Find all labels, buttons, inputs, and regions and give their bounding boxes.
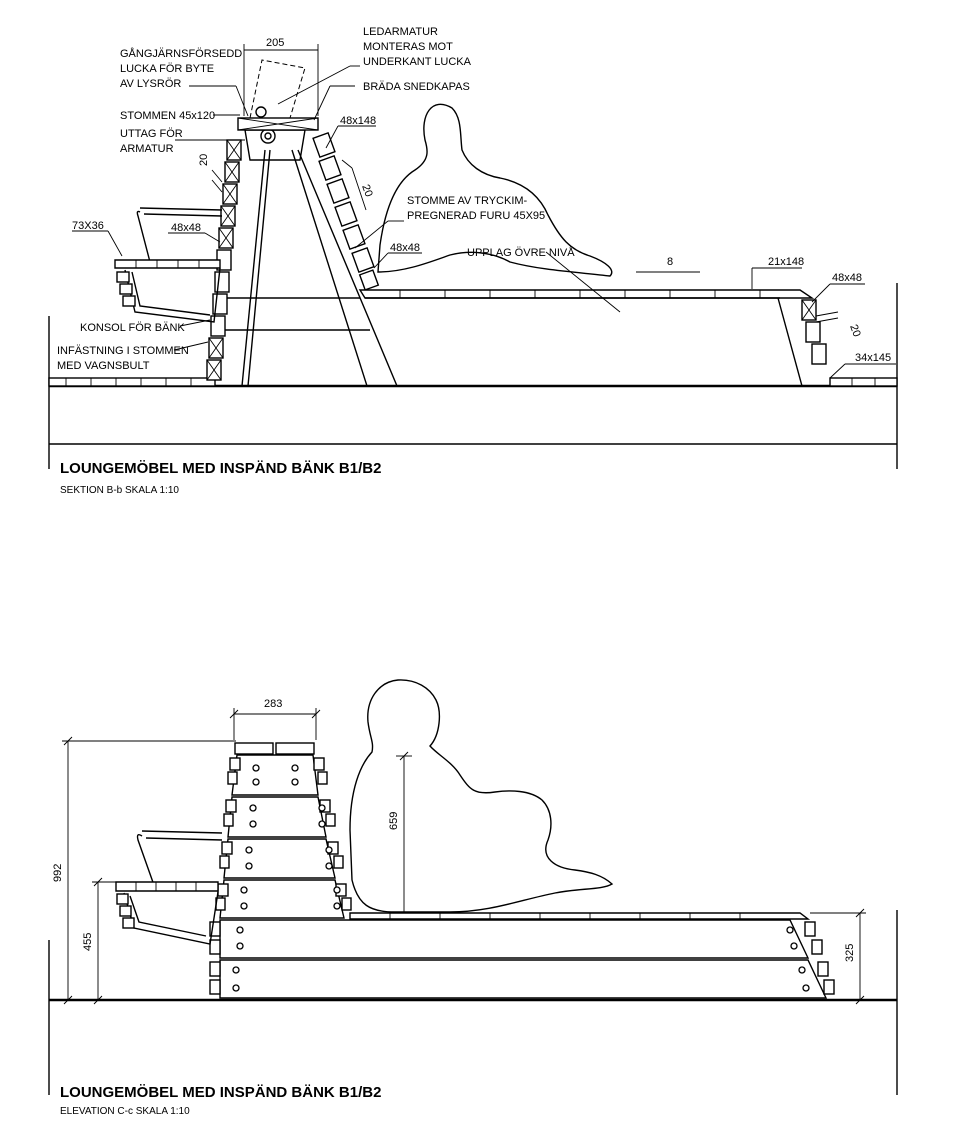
dim-73x36: 73X36: [72, 220, 104, 232]
dim-20-c: 20: [847, 323, 862, 339]
dim-20-b: 20: [359, 183, 374, 199]
fix-label-2: MED VAGNSBULT: [57, 360, 150, 372]
frame-label: STOMMEN 45x120: [120, 110, 215, 122]
pine-label-1: STOMME AV TRYCKIM-: [407, 195, 528, 207]
elevation-annotations: 283 992 455 659 325 LOUNGEMÖBEL MED INSP…: [52, 698, 856, 1117]
elevation-dimensions: [62, 708, 866, 1005]
section-subtitle: SEKTION B-b SKALA 1:10: [60, 485, 179, 496]
elevation-bench: [115, 830, 223, 945]
dim-21x148: 21x148: [768, 256, 804, 268]
dim-elev-top-width: 283: [264, 698, 282, 710]
console-label: KONSOL FÖR BÄNK: [80, 322, 185, 334]
outlet-label-2: ARMATUR: [120, 143, 174, 155]
paving-left: [48, 377, 216, 387]
section-annotations: GÅNGJÄRNSFÖRSEDD LUCKA FÖR BYTE AV LYSRÖ…: [57, 26, 891, 496]
dim-bench-height: 455: [82, 933, 94, 951]
person-silhouette-elevation: [349, 679, 614, 913]
dim-34x145: 34x145: [855, 352, 891, 364]
hinge-label-1: GÅNGJÄRNSFÖRSEDD: [120, 47, 242, 60]
board-label: BRÄDA SNEDKAPAS: [363, 81, 470, 93]
fix-label-1: INFÄSTNING I STOMMEN: [57, 345, 189, 357]
dim-48x48-b: 48x48: [390, 242, 420, 254]
dim-48x48-a: 48x48: [171, 222, 201, 234]
level-label: UPPLAG ÖVRE NIVÅ: [467, 246, 575, 259]
dim-total-height: 992: [52, 864, 64, 882]
pine-label-2: PREGNERAD FURU 45X95: [407, 210, 545, 222]
led-label-1: LEDARMATUR: [363, 26, 438, 38]
led-label-2: MONTERAS MOT: [363, 41, 453, 53]
section-title: LOUNGEMÖBEL MED INSPÄND BÄNK B1/B2: [60, 460, 381, 477]
lounge-deck: [358, 289, 827, 387]
dim-20-a: 20: [198, 154, 210, 166]
section-leaders: [72, 44, 896, 379]
dim-gap-8: 8: [667, 256, 673, 268]
right-boards: [312, 131, 380, 291]
dim-top-width: 205: [266, 37, 284, 49]
left-boards: [206, 139, 242, 381]
elevation-title: LOUNGEMÖBEL MED INSPÄND BÄNK B1/B2: [60, 1084, 381, 1101]
dim-lounge-height: 325: [844, 944, 856, 962]
dim-person-height: 659: [388, 812, 400, 830]
paving-right: [829, 377, 898, 387]
person-silhouette-section: [377, 103, 613, 277]
elevation-lounge: [209, 912, 835, 999]
elevation-subtitle: ELEVATION C-c SKALA 1:10: [60, 1106, 190, 1117]
a-frame: [215, 59, 398, 387]
hinge-label-2: LUCKA FÖR BYTE: [120, 63, 214, 75]
elevation-view: 283 992 455 659 325 LOUNGEMÖBEL MED INSP…: [48, 679, 898, 1117]
dim-48x48-c: 48x48: [832, 272, 862, 284]
elevation-backrest: [215, 742, 352, 919]
section-view: GÅNGJÄRNSFÖRSEDD LUCKA FÖR BYTE AV LYSRÖ…: [48, 26, 898, 496]
led-label-3: UNDERKANT LUCKA: [363, 56, 472, 68]
outlet-label-1: UTTAG FÖR: [120, 128, 183, 140]
bench-console: [114, 207, 223, 323]
dim-48x148: 48x148: [340, 115, 376, 127]
hinge-label-3: AV LYSRÖR: [120, 78, 181, 90]
